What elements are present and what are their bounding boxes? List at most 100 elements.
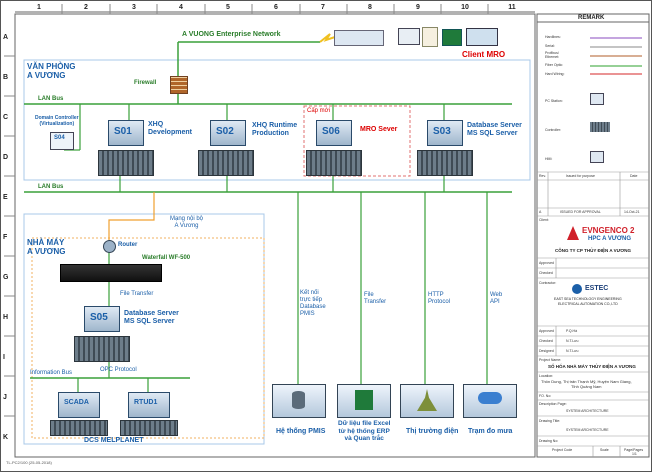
excel-monitor (337, 384, 391, 418)
tablet-icon (398, 28, 420, 45)
rev-header-date: Date (630, 174, 638, 178)
legend-hardwiring: Hard Wiring: (545, 72, 565, 76)
pmis-label: Hệ thống PMIS (276, 428, 326, 435)
estec-name: ESTEC (585, 285, 609, 292)
s04-monitor (50, 132, 74, 150)
rain-label: Trạm đo mưa (468, 428, 513, 435)
col-label-11: 11 (508, 4, 516, 11)
row-label-c: C (3, 114, 9, 121)
checked2-value: N.T.Lưu (566, 339, 579, 343)
col-label-2: 2 (84, 4, 88, 11)
rtud1-label: RTUD1 (134, 399, 158, 406)
scale-label: Scale (600, 448, 609, 452)
database-icon (292, 391, 305, 409)
location-value: Thôn Dung, Thị trấn Thạnh Mỹ, Huyện Nam … (541, 379, 632, 389)
clipboard-icon (422, 27, 438, 47)
drawing-title-value: SYSTEM ARCHITECTURE (566, 428, 609, 432)
rev-row-rev: A (539, 210, 542, 214)
client-mro-label: Client MRO (462, 50, 506, 59)
rtud1-monitor (128, 392, 170, 418)
row-label-a: A (3, 34, 9, 41)
controller-icon (590, 122, 610, 132)
s04-caption: Domain Controller (Virtualization) (35, 115, 79, 127)
file-transfer-link-label: File Transfer (364, 292, 387, 305)
evn-name: EVNGENCO 2 (582, 226, 635, 235)
col-label-10: 10 (461, 4, 469, 11)
approved2-value: P.Q.Hà (566, 329, 578, 333)
router-icon (103, 240, 116, 253)
internal-network-label: Mạng nội bộ A Vương (170, 216, 204, 229)
cloud-icon (478, 392, 502, 404)
market-monitor (400, 384, 454, 418)
s03-caption: Database Server MS SQL Server (467, 122, 522, 137)
row-label-e: E (3, 194, 8, 201)
estec-logo (572, 284, 582, 294)
legend-hmi: HMI: (545, 157, 553, 161)
company-name: CÔNG TY CP THỦY ĐIỆN A VƯƠNG (555, 248, 631, 253)
waterfall-device (60, 264, 162, 282)
excel-icon (442, 29, 462, 46)
router-label: Router (118, 242, 138, 248)
checked2-label: Checked (539, 339, 553, 343)
web-api-link-label: Web API (490, 292, 503, 305)
s06-monitor (316, 120, 352, 146)
row-label-j: J (3, 394, 7, 401)
col-label-3: 3 (132, 4, 136, 11)
col-label-8: 8 (368, 4, 372, 11)
legend-profibus: Profibus/ Ethernet: (545, 51, 560, 59)
client-devices (398, 26, 508, 48)
col-label-9: 9 (416, 4, 420, 11)
designed-label: Designed (539, 349, 554, 353)
s05-monitor (84, 306, 120, 332)
col-label-7: 7 (321, 4, 325, 11)
power-tower-icon (417, 389, 437, 411)
laptop-icon (466, 28, 498, 46)
client-label: Client: (539, 218, 549, 222)
checked-label: Checked (539, 271, 553, 275)
s06-rack (306, 150, 362, 176)
dcs-label: DCS MELPLANET (84, 437, 144, 444)
row-label-b: B (3, 74, 9, 81)
firewall-icon (170, 76, 188, 94)
s02-monitor (210, 120, 246, 146)
s04-label: S04 (54, 135, 65, 141)
legend-serial: Serial: (545, 44, 555, 48)
pc-station-icon (590, 93, 604, 105)
firewall-label: Firewall (134, 80, 157, 86)
market-label: Thị trường điện (406, 428, 459, 435)
rev-row-purpose: ISSUED FOR APPROVAL (560, 210, 601, 214)
drawing-no-label: Drawing No: (539, 439, 559, 443)
s02-rack (198, 150, 254, 176)
lan-bus-2-label: LAN Bus (38, 184, 64, 190)
evn-sub: HPC A VƯƠNG (588, 236, 631, 242)
col-label-4: 4 (179, 4, 183, 11)
opc-protocol-label: OPC Protocol (100, 367, 137, 373)
dashboard-monitor-icon (334, 30, 384, 46)
rev-header-purpose: Issued for purpose (566, 174, 595, 178)
excel-file-icon (355, 390, 373, 410)
rev-row-date: 14-Oct-21 (624, 210, 640, 214)
rtud1-rack (120, 420, 178, 436)
scada-label: SCADA (64, 399, 89, 406)
s05-rack (74, 336, 130, 362)
information-bus-label: Information Bus (30, 370, 73, 376)
row-label-g: G (3, 274, 9, 281)
approved-label: Approved (539, 261, 554, 265)
s05-label: S05 (90, 312, 108, 323)
location-label: Location: (539, 374, 554, 378)
s01-rack (98, 150, 154, 176)
page-value: 1/1 (632, 452, 637, 456)
drawing-title-label: Drawing Title: (539, 419, 561, 423)
rev-header-rev: Rev. (539, 174, 546, 178)
contractor-label: Contractor: (539, 281, 557, 285)
hmi-icon (590, 151, 604, 163)
rain-monitor (463, 384, 517, 418)
s06-caption: MRO Sever (360, 126, 398, 133)
s01-label: S01 (114, 126, 132, 137)
fo-label: FO. No: (539, 394, 552, 398)
lan-bus-1-label: LAN Bus (38, 96, 64, 102)
legend-fiber: Fiber Optic: (545, 63, 564, 67)
estec-fullname: EAST SEA TECHNOLOGY ENGINEERING ELECTRIC… (554, 297, 622, 306)
office-zone-label: VĂN PHÒNG A VƯƠNG (27, 62, 76, 80)
